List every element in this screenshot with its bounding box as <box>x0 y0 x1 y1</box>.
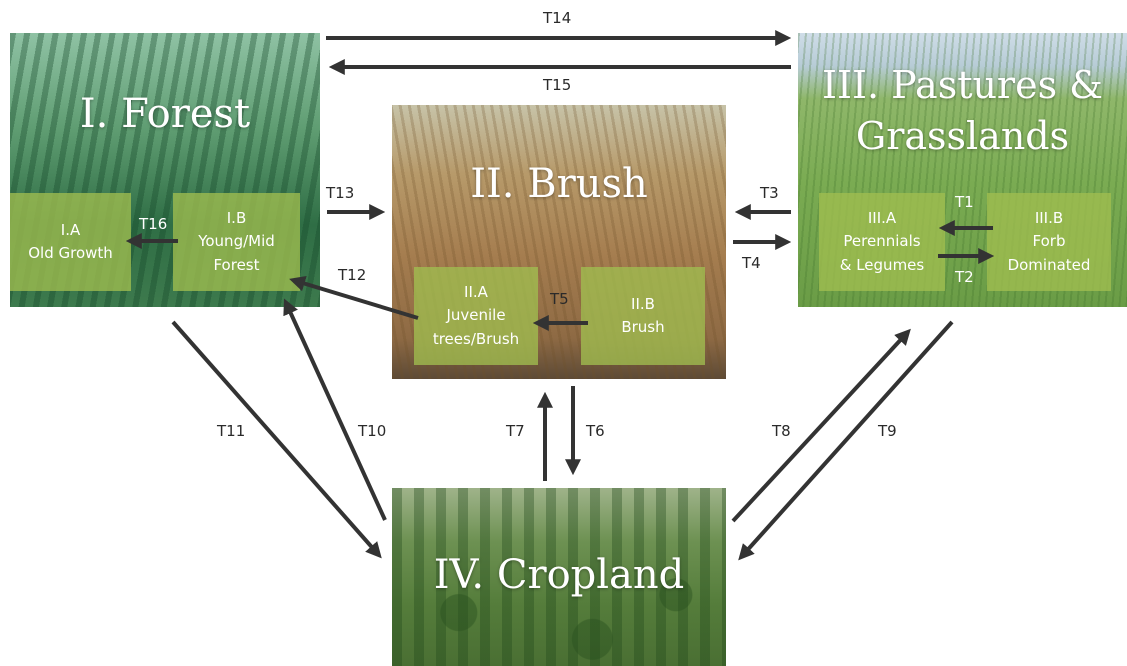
arrow-t12 <box>289 275 419 320</box>
forest-panel: I. Forest I.A Old Growth I.B Young/Mid F… <box>10 33 320 307</box>
old-growth-box: I.A Old Growth <box>10 193 131 291</box>
cropland-title: IV. Cropland <box>433 552 685 598</box>
perennials-code: III.A <box>867 209 897 228</box>
forb-label-1: Forb <box>1032 232 1066 251</box>
young-mid-forest-box: I.B Young/Mid Forest <box>173 193 300 291</box>
label-t2: T2 <box>955 268 974 286</box>
juvenile-trees-box: II.A Juvenile trees/Brush <box>414 267 538 365</box>
brush-b-box: II.B Brush <box>581 267 705 365</box>
old-growth-label: Old Growth <box>28 244 113 262</box>
label-t14: T14 <box>543 9 572 27</box>
brush-b-code: II.B <box>631 294 655 313</box>
arrow-t8 <box>731 328 911 523</box>
label-t8: T8 <box>772 422 791 440</box>
juvenile-label-1: Juvenile <box>446 306 506 325</box>
perennials-label-2: & Legumes <box>839 255 925 274</box>
arrow-t9 <box>738 320 954 561</box>
old-growth-code: I.A <box>60 220 81 239</box>
forb-code: III.B <box>1034 209 1064 228</box>
label-t4: T4 <box>742 254 761 272</box>
young-mid-label-1: Young/Mid <box>198 232 275 251</box>
juvenile-code: II.A <box>464 283 488 302</box>
young-mid-code: I.B <box>226 209 247 228</box>
arrow-t10 <box>283 298 387 521</box>
pastures-panel: III. Pastures & Grasslands III.A Perenni… <box>798 33 1127 307</box>
label-t6: T6 <box>586 422 605 440</box>
label-t3: T3 <box>760 184 779 202</box>
label-t9: T9 <box>878 422 897 440</box>
young-mid-label-2: Forest <box>213 255 260 274</box>
forb-label-2: Dominated <box>1007 255 1091 274</box>
label-t12: T12 <box>338 266 367 284</box>
perennials-label-1: Perennials <box>843 232 921 251</box>
cropland-panel: IV. Cropland <box>392 488 726 666</box>
label-t7: T7 <box>506 422 525 440</box>
label-t5: T5 <box>550 290 569 308</box>
brush-panel: II. Brush II.A Juvenile trees/Brush II.B… <box>392 105 726 379</box>
pastures-title-line-2: Grasslands <box>855 114 1070 158</box>
label-t11: T11 <box>217 422 246 440</box>
juvenile-label-2: trees/Brush <box>432 329 520 348</box>
label-t13: T13 <box>326 184 355 202</box>
pastures-title-line-1: III. Pastures & <box>821 63 1103 107</box>
brush-title: II. Brush <box>470 161 648 207</box>
label-t16: T16 <box>139 215 168 233</box>
label-t15: T15 <box>543 76 572 94</box>
perennials-legumes-box: III.A Perennials & Legumes <box>819 193 945 291</box>
arrow-t11 <box>171 320 382 559</box>
brush-b-label: Brush <box>621 318 665 336</box>
forb-dominated-box: III.B Forb Dominated <box>987 193 1111 291</box>
forest-title: I. Forest <box>79 91 251 137</box>
label-t1: T1 <box>955 193 974 211</box>
label-t10: T10 <box>358 422 387 440</box>
